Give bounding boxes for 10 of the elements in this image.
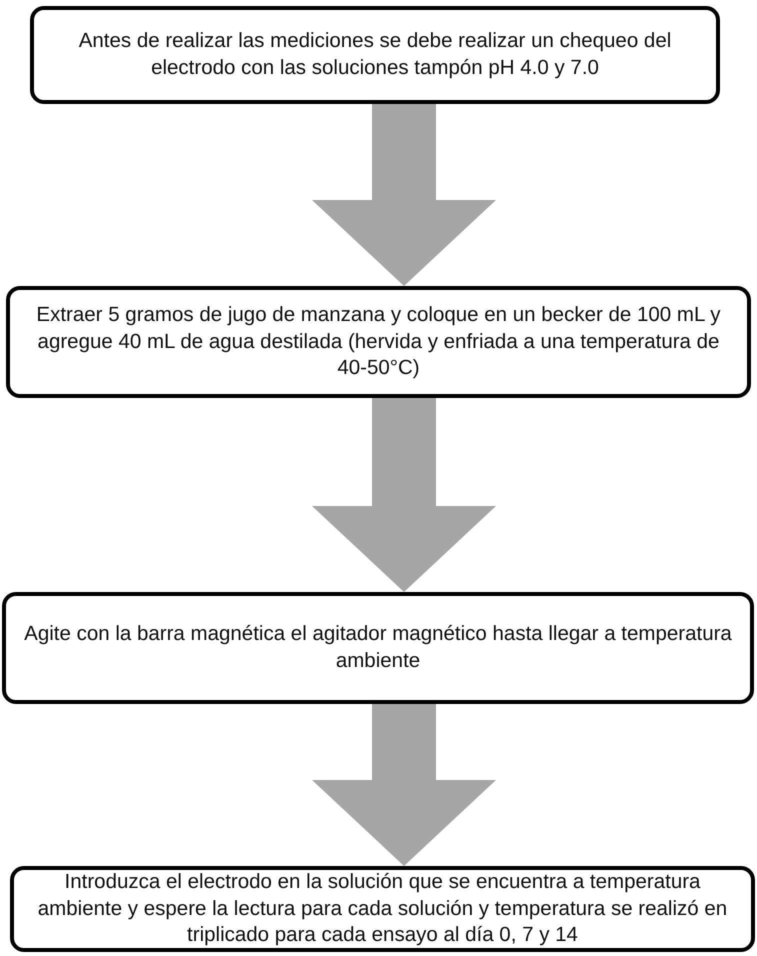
block-arrow (312, 704, 496, 866)
process-box (2, 592, 754, 704)
process-box (30, 6, 720, 104)
step-text: Introduzca el electrodo en la solución que se encuentra a temperatura ambiente y espere la lectura para cada solución y temperatura se realizó en triplicado para cada ensayo al día 0, 7 y 14 (36, 869, 728, 948)
block-arrow (312, 104, 496, 286)
step-text: Antes de realizar las mediciones se debe realizar un chequeo del electrodo con las soluciones tampón pH 4.0 y 7.0 (78, 28, 672, 81)
step-text: Agite con la barra magnética el agitador magnético hasta llegar a temperatura ambiente (23, 621, 733, 674)
step-text: Extraer 5 gramos de jugo de manzana y coloque en un becker de 100 mL y agregue 40 mL de agua destilada (hervida y enfriada a una temperatura de 40-50°C) (35, 302, 722, 382)
block-arrow (312, 398, 496, 592)
process-box (6, 286, 751, 398)
